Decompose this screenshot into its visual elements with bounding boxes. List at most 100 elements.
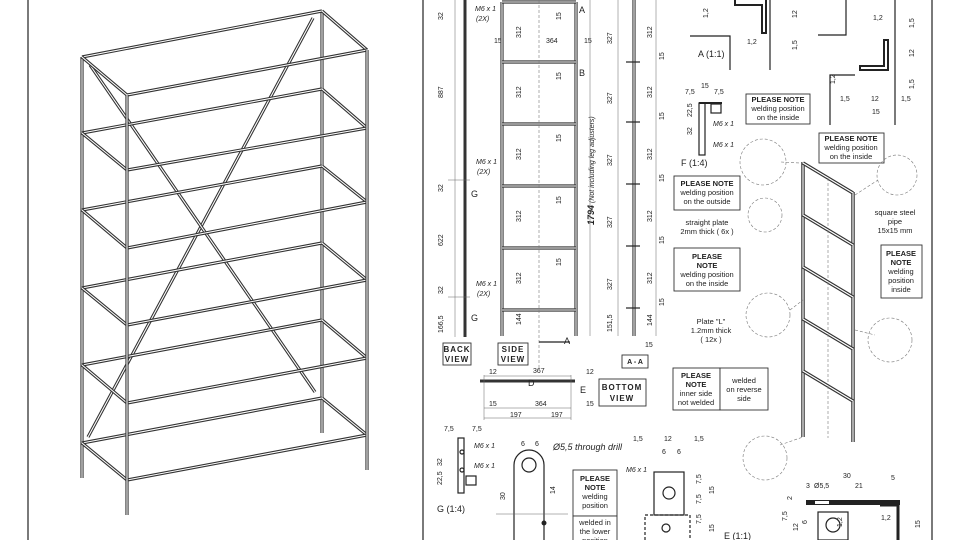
section-aa-label-box (621, 354, 649, 369)
dim: Ø5,5 (814, 483, 829, 490)
dim: 364 (535, 401, 547, 408)
detail-circle (739, 138, 787, 186)
note-text: welding (887, 267, 913, 276)
dim: 12 (489, 369, 497, 376)
side-frame-isometric (779, 161, 879, 446)
dim: 327 (607, 154, 614, 166)
shelf-front-rail-highlight (126, 434, 368, 481)
dim: 1,5 (694, 436, 704, 443)
dim: 32 (437, 458, 444, 466)
dim: 15 (556, 72, 563, 80)
section-marker-a: A (564, 336, 570, 346)
shelf-left-rail-highlight (81, 287, 128, 326)
overall-height: 1794 (Not including leg adjusters) (586, 116, 596, 225)
dim: 7,5 (685, 89, 695, 96)
dim: 5 (891, 475, 895, 482)
leader-line (854, 329, 876, 336)
note-text: NOTE (585, 483, 606, 492)
dim: 30 (500, 492, 507, 500)
back-count: (2X) (476, 16, 489, 23)
dim: 312 (647, 26, 654, 38)
shelf-right-rail-highlight (321, 242, 368, 281)
note-text: welded (731, 376, 756, 385)
dim: 14 (550, 486, 557, 494)
back-view-label-box (442, 342, 472, 366)
dim: 12 (792, 10, 799, 18)
dim: 1,2 (881, 515, 891, 522)
dim: 15 (659, 174, 666, 182)
height-note: (Not including leg adjusters) (589, 116, 596, 203)
dim: 32 (438, 286, 445, 294)
pipe-label: square steel (875, 208, 916, 217)
detail-marker-g: G (471, 189, 478, 199)
detail-tab: 6 6 Ø5,5 through drill 30 14 (496, 441, 623, 540)
back-view-title: VIEW (445, 355, 469, 364)
dim: 12 (664, 436, 672, 443)
note-inside-2: PLEASE NOTE welding position on the insi… (818, 132, 885, 164)
leader-line (779, 436, 804, 446)
detail-f-title: F (1:4) (681, 158, 708, 168)
dim: 15 (556, 12, 563, 20)
dim: 312 (647, 86, 654, 98)
dim: 15 (645, 342, 653, 349)
dim: 15 (701, 83, 709, 90)
dim: 7,5 (782, 511, 789, 521)
dim: 364 (546, 38, 558, 45)
dim: 15 (659, 236, 666, 244)
dim: 312 (647, 148, 654, 160)
dim: 166,5 (438, 315, 445, 333)
note-text: PLEASE NOTE (825, 134, 878, 143)
bottom-view: 12 367 12 D E 15 364 15 197 197 BOTTOM V… (480, 368, 647, 420)
shelf-front-rail-highlight (126, 357, 368, 404)
dim: 15 (584, 38, 592, 45)
callout: M6 x 1 (713, 142, 734, 149)
bottom-view-title: VIEW (610, 394, 634, 403)
note-text: welding position (823, 143, 877, 152)
detail-e-title: E (1:1) (724, 531, 751, 540)
leader-line (780, 161, 801, 164)
dim: 15 (556, 258, 563, 266)
note-text: side (737, 394, 751, 403)
dim: 312 (516, 148, 523, 160)
back-callout: M6 x 1 (476, 159, 497, 166)
dim: 6 (662, 449, 666, 456)
shelf-back-rail-highlight (81, 242, 323, 289)
dim: 12 (871, 96, 879, 103)
dim: 21 (855, 483, 863, 490)
shelf-back-rail-highlight (81, 10, 323, 58)
dim: 6 (677, 449, 681, 456)
back-callout: M6 x 1 (476, 281, 497, 288)
shelf-left-rail-highlight (81, 132, 128, 171)
dim: 6 (535, 441, 539, 448)
dim: 622 (438, 234, 445, 246)
note-text: on the outside (683, 197, 730, 206)
plate-l-label: Plate "L" (697, 317, 726, 326)
dim: 15 (872, 109, 880, 116)
isometric-shelf-view (80, 9, 369, 515)
side-view-label-box (497, 342, 529, 366)
dim: 15 (556, 134, 563, 142)
dim: 312 (516, 86, 523, 98)
note-inside-1: PLEASE NOTE welding position on the insi… (745, 93, 811, 125)
dim: 15 (494, 38, 502, 45)
detail-marker-a: A (579, 5, 585, 15)
shelf-back-rail-highlight (81, 397, 323, 444)
dim: 6 (802, 520, 809, 524)
dim: 2 (787, 496, 794, 500)
dim: 327 (607, 278, 614, 290)
note-text: NOTE (891, 258, 912, 267)
dim: 6 (521, 441, 525, 448)
back-view: M6 x 1 (2X) 32 887 M6 x 1 (2X) 32 G 622 … (438, 0, 497, 366)
dim: 327 (607, 32, 614, 44)
shelf-left-rail-highlight (81, 56, 128, 96)
dim: 15 (659, 112, 666, 120)
shelf-back-rail-highlight (81, 319, 323, 366)
detail-g-title: G (1:4) (437, 504, 465, 514)
shelf-front-rail-highlight (126, 127, 368, 171)
note-text: not welded (678, 398, 714, 407)
dim: 15 (659, 52, 666, 60)
shelf-right-rail-highlight (321, 319, 368, 359)
back-count: (2X) (477, 291, 490, 298)
dim: 1,2 (747, 39, 757, 46)
section-a-a: 151,5 144 15 A - A 327312153273121532731… (607, 0, 666, 369)
